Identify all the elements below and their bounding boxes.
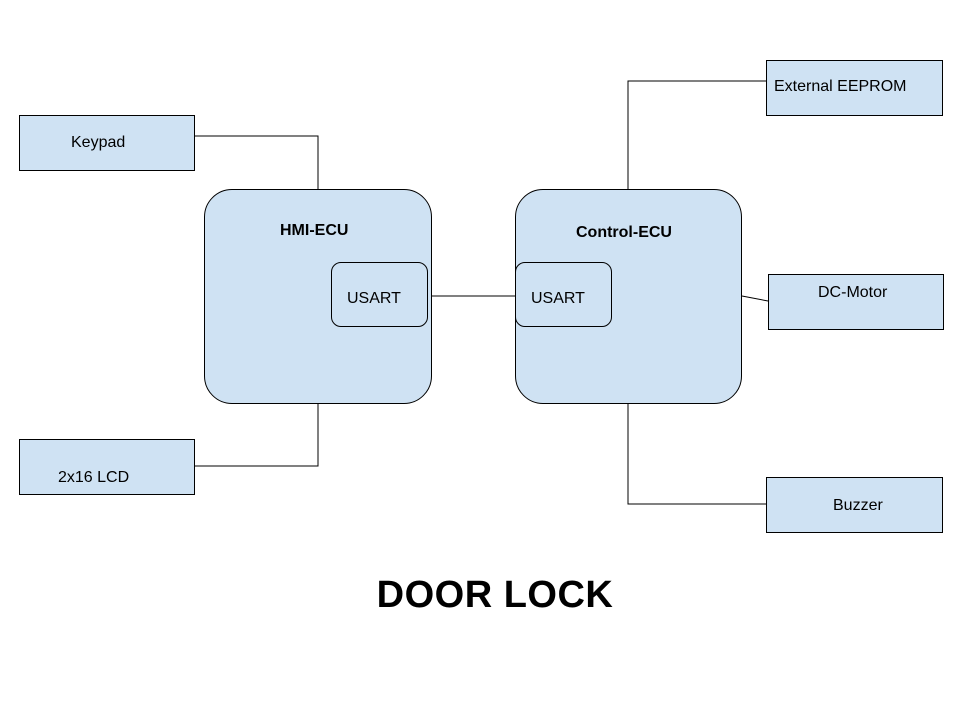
buzzer-block: Buzzer bbox=[766, 477, 943, 533]
lcd-block: 2x16 LCD bbox=[19, 439, 195, 495]
eeprom-block: External EEPROM bbox=[766, 60, 943, 116]
hmi-usart-block: USART bbox=[331, 262, 428, 327]
dc-motor-block: DC-Motor bbox=[768, 274, 944, 330]
dc-motor-label: DC-Motor bbox=[818, 284, 888, 301]
control-ecu-label: Control-ECU bbox=[576, 224, 672, 241]
eeprom-label: External EEPROM bbox=[774, 78, 907, 95]
lcd-label: 2x16 LCD bbox=[58, 469, 130, 486]
hmi-ecu-label: HMI-ECU bbox=[280, 222, 349, 239]
wire-keypad-hmi bbox=[195, 135, 319, 189]
wire-control-eeprom bbox=[627, 80, 766, 189]
hmi-usart-label: USART bbox=[347, 290, 401, 307]
buzzer-label: Buzzer bbox=[833, 497, 883, 514]
wire-hmi-lcd bbox=[195, 404, 319, 467]
keypad-label: Keypad bbox=[71, 134, 126, 151]
control-usart-label: USART bbox=[531, 290, 585, 307]
wire-control-buzzer bbox=[627, 404, 766, 505]
diagram-title: DOOR LOCK bbox=[376, 574, 614, 616]
keypad-block: Keypad bbox=[19, 115, 195, 171]
control-usart-block: USART bbox=[515, 262, 612, 327]
wire-control-motor bbox=[741, 295, 769, 302]
